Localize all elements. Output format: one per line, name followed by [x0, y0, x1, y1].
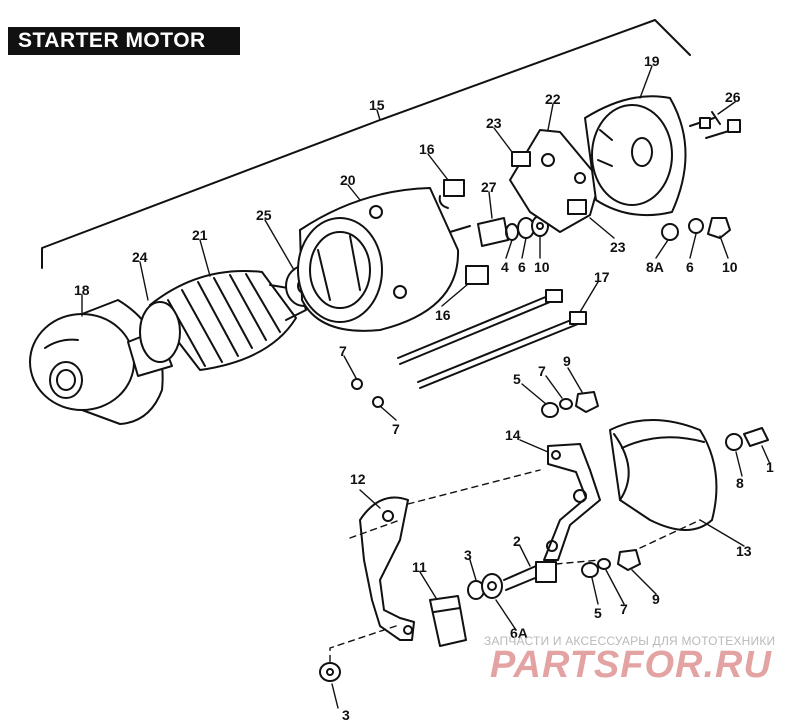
- washer-8-bolt-1: [725, 427, 769, 451]
- brush-16a: [438, 179, 465, 209]
- washer-3-lower: [319, 662, 341, 682]
- label-14: 14: [505, 427, 521, 443]
- label-5a: 5: [513, 371, 521, 387]
- label-7d: 7: [620, 601, 628, 617]
- washers-5-7-9-lower: [581, 549, 641, 578]
- label-22: 22: [545, 91, 561, 107]
- label-13: 13: [736, 543, 752, 559]
- washers-5-7-9-upper: [541, 391, 599, 418]
- label-12: 12: [350, 471, 366, 487]
- bracket-12: [359, 496, 415, 641]
- label-8A: 8A: [646, 259, 664, 275]
- nuts-7: [351, 378, 384, 408]
- watermark-caption: ЗАПЧАСТИ И АКСЕССУАРЫ ДЛЯ МОТОТЕХНИКИ: [484, 634, 776, 648]
- label-4: 4: [501, 259, 509, 275]
- page-title: STARTER MOTOR: [8, 27, 240, 55]
- end-cap-18: [29, 299, 164, 425]
- label-6b: 6: [686, 259, 694, 275]
- label-19: 19: [644, 53, 660, 69]
- label-9b: 9: [652, 591, 660, 607]
- label-17: 17: [594, 269, 610, 285]
- label-23a: 23: [486, 115, 502, 131]
- label-27: 27: [481, 179, 497, 195]
- screws-26: [689, 111, 741, 139]
- label-11: 11: [412, 559, 427, 575]
- clip-11: [429, 595, 467, 647]
- watermark-logo-text: PARTSFOR.RU: [490, 644, 772, 684]
- label-21: 21: [192, 227, 208, 243]
- label-7a: 7: [339, 343, 347, 359]
- label-16b: 16: [435, 307, 451, 323]
- label-18: 18: [74, 282, 90, 298]
- label-26: 26: [725, 89, 741, 105]
- brush-plate-22: [509, 129, 601, 233]
- label-6A: 6A: [510, 625, 528, 641]
- label-9a: 9: [563, 353, 571, 369]
- label-25: 25: [256, 207, 272, 223]
- label-8: 8: [736, 475, 744, 491]
- label-3b: 3: [342, 707, 350, 723]
- watermark-logo: PARTSFOR.RU: [490, 644, 772, 684]
- washers-8a-6-10: [661, 217, 731, 241]
- label-7c: 7: [538, 363, 546, 379]
- label-16a: 16: [419, 141, 435, 157]
- washers-3-6a-bolt-2: [467, 561, 557, 600]
- label-10b: 10: [722, 259, 738, 275]
- label-3a: 3: [464, 547, 472, 563]
- cover-13: [609, 419, 718, 531]
- label-5b: 5: [594, 605, 602, 621]
- through-bolts-17: [397, 289, 587, 389]
- label-20: 20: [340, 172, 356, 188]
- label-10a: 10: [534, 259, 550, 275]
- label-23b: 23: [610, 239, 626, 255]
- brush-16b: [465, 265, 489, 285]
- terminal-27: [477, 217, 509, 247]
- bracket-14: [543, 443, 601, 561]
- label-15: 15: [369, 97, 385, 113]
- label-1: 1: [766, 459, 774, 475]
- part-labels: 15 26 19 22 23 23 16 16 20 27 25 21 24 1…: [74, 53, 774, 723]
- armature-21: [127, 269, 307, 377]
- label-7b: 7: [392, 421, 400, 437]
- label-24: 24: [132, 249, 148, 265]
- label-6a: 6: [518, 259, 526, 275]
- housing-20: [297, 187, 471, 332]
- end-cap-19: [584, 95, 687, 217]
- label-2: 2: [513, 533, 521, 549]
